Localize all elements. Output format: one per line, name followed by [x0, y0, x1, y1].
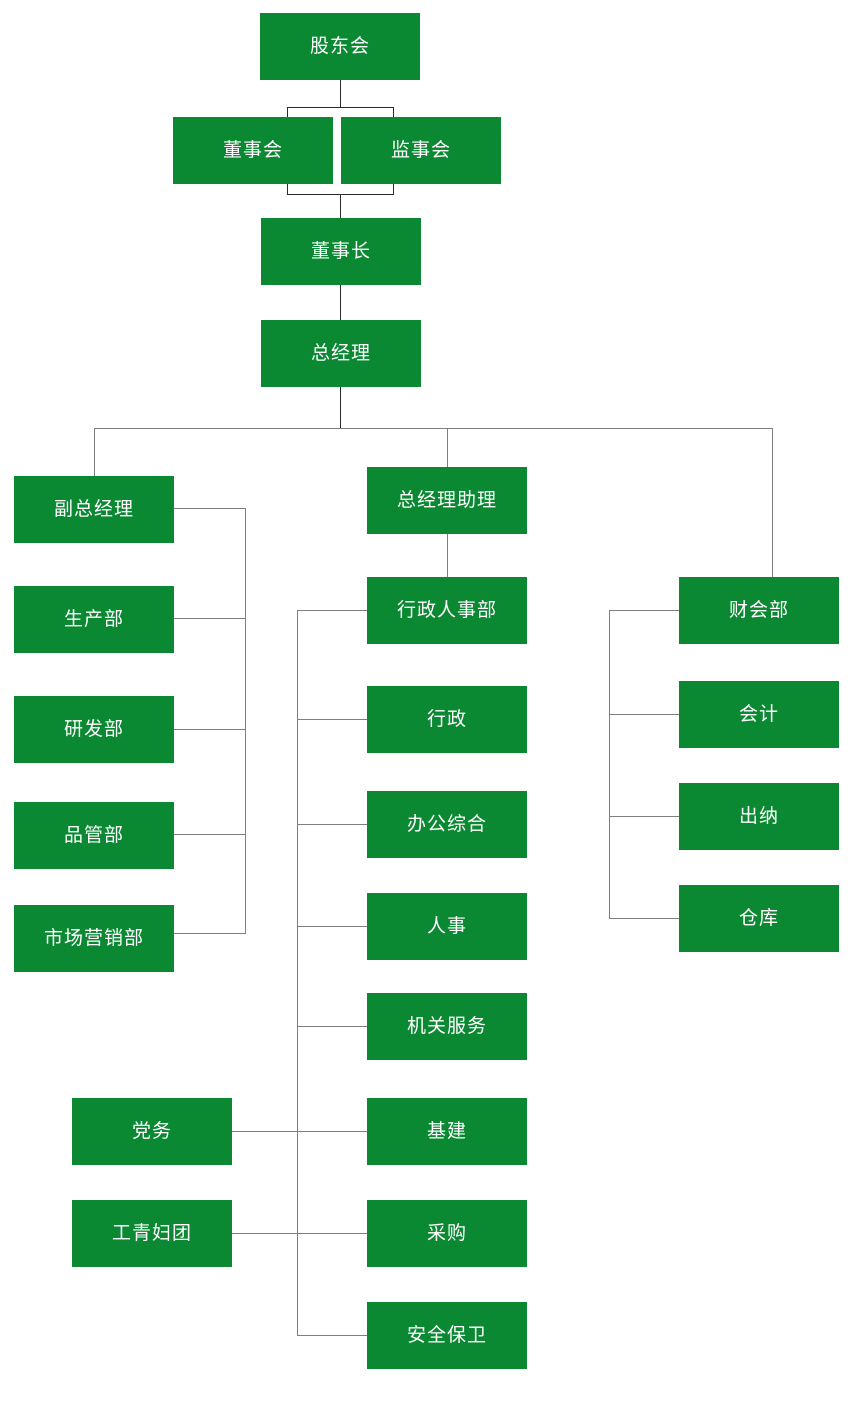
node-label: 行政人事部	[396, 599, 497, 622]
node-label: 总经理	[310, 342, 371, 365]
node-office-general[interactable]: 办公综合	[367, 791, 527, 858]
node-label: 仓库	[738, 907, 779, 930]
connector-gm-bus-horizontal	[94, 428, 773, 429]
node-label: 董事长	[310, 240, 371, 263]
connector-board-left-down	[287, 184, 288, 195]
connector-shareholders-down	[340, 80, 341, 107]
node-label: 生产部	[63, 608, 124, 631]
connector-warehouse-stub	[609, 918, 680, 919]
node-board-of-supervisors[interactable]: 监事会	[341, 117, 501, 184]
node-label: 安全保卫	[406, 1324, 487, 1347]
node-label: 行政	[426, 708, 467, 731]
connector-gm-down	[340, 386, 341, 428]
node-label: 财会部	[728, 599, 789, 622]
connector-procurement-stub	[297, 1233, 368, 1234]
node-deputy-general-manager[interactable]: 副总经理	[14, 476, 174, 543]
node-warehouse[interactable]: 仓库	[679, 885, 839, 952]
node-label: 人事	[426, 915, 467, 938]
node-rnd-dept[interactable]: 研发部	[14, 696, 174, 763]
connector-production-stub	[173, 618, 246, 619]
node-admin-hr-dept[interactable]: 行政人事部	[367, 577, 527, 644]
connector-accounting-stub	[609, 714, 680, 715]
connector-marketing-stub	[173, 933, 246, 934]
node-board-of-directors[interactable]: 董事会	[173, 117, 333, 184]
node-general-manager[interactable]: 总经理	[261, 320, 421, 387]
node-label: 会计	[738, 703, 779, 726]
node-chairman[interactable]: 董事长	[261, 218, 421, 285]
node-union-youth-women[interactable]: 工青妇团	[72, 1200, 232, 1267]
node-cashier[interactable]: 出纳	[679, 783, 839, 850]
node-marketing-dept[interactable]: 市场营销部	[14, 905, 174, 972]
connector-bracket-right-down	[393, 107, 394, 117]
connector-adminhr-bus	[297, 610, 298, 1336]
node-gm-assistant[interactable]: 总经理助理	[367, 467, 527, 534]
node-infrastructure[interactable]: 基建	[367, 1098, 527, 1165]
connector-quality-stub	[173, 834, 246, 835]
node-shareholders-meeting[interactable]: 股东会	[260, 13, 420, 80]
node-agency-services[interactable]: 机关服务	[367, 993, 527, 1060]
connector-partyaffairs-stub	[231, 1131, 298, 1132]
connector-administration-stub	[297, 719, 368, 720]
node-label: 出纳	[738, 805, 779, 828]
node-procurement[interactable]: 采购	[367, 1200, 527, 1267]
connector-finance-stub	[609, 610, 680, 611]
node-party-affairs[interactable]: 党务	[72, 1098, 232, 1165]
connector-adminhr-stub	[297, 610, 368, 611]
connector-officegeneral-stub	[297, 824, 368, 825]
connector-security-stub	[297, 1335, 368, 1336]
node-label: 工青妇团	[111, 1222, 192, 1245]
node-production-dept[interactable]: 生产部	[14, 586, 174, 653]
connector-assistant-to-adminhr	[447, 533, 448, 577]
connector-to-chairman	[340, 194, 341, 218]
node-label: 股东会	[309, 35, 370, 58]
node-label: 副总经理	[53, 498, 134, 521]
connector-infrastructure-stub	[297, 1131, 368, 1132]
connector-bracket-top	[287, 107, 394, 108]
connector-unionyouthwomen-stub	[231, 1233, 298, 1234]
connector-cashier-stub	[609, 816, 680, 817]
connector-chairman-to-gm	[340, 285, 341, 320]
node-label: 市场营销部	[43, 927, 144, 950]
connector-agencyservices-stub	[297, 1026, 368, 1027]
connector-gm-to-assistant	[447, 428, 448, 467]
node-label: 党务	[131, 1120, 172, 1143]
connector-deputy-bus	[245, 508, 246, 933]
connector-bracket-left-down	[287, 107, 288, 117]
node-label: 品管部	[63, 824, 124, 847]
connector-gm-to-finance	[772, 428, 773, 577]
connector-deputy-stub	[173, 508, 246, 509]
node-accounting[interactable]: 会计	[679, 681, 839, 748]
connector-supervisors-right-down	[393, 184, 394, 195]
node-quality-dept[interactable]: 品管部	[14, 802, 174, 869]
connector-hr-stub	[297, 926, 368, 927]
node-human-resources[interactable]: 人事	[367, 893, 527, 960]
node-label: 研发部	[63, 718, 124, 741]
node-label: 基建	[426, 1120, 467, 1143]
node-label: 董事会	[222, 139, 283, 162]
node-label: 采购	[426, 1222, 467, 1245]
connector-rnd-stub	[173, 729, 246, 730]
node-label: 机关服务	[406, 1015, 487, 1038]
connector-gm-to-deputy	[94, 428, 95, 477]
node-administration[interactable]: 行政	[367, 686, 527, 753]
node-security[interactable]: 安全保卫	[367, 1302, 527, 1369]
node-label: 总经理助理	[396, 489, 497, 512]
node-label: 监事会	[390, 139, 451, 162]
node-finance-dept[interactable]: 财会部	[679, 577, 839, 644]
node-label: 办公综合	[406, 813, 487, 836]
connector-finance-bus	[609, 610, 610, 918]
